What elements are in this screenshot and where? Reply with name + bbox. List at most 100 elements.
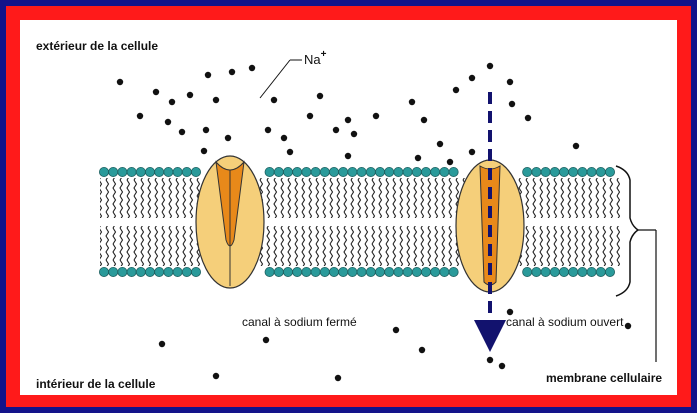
lipid-head — [109, 167, 118, 176]
sodium-ion — [469, 149, 475, 155]
sodium-ion — [419, 347, 425, 353]
lipid-head — [587, 267, 596, 276]
lipid-head — [412, 267, 421, 276]
lipid-head — [357, 167, 366, 176]
lipid-head — [109, 267, 118, 276]
sodium-ion — [225, 135, 231, 141]
sodium-ion — [137, 113, 143, 119]
sodium-ion — [351, 131, 357, 137]
lipid-heads-inner — [99, 267, 614, 276]
lipid-head — [99, 167, 108, 176]
lipid-head — [329, 167, 338, 176]
lipid-head — [302, 167, 311, 176]
sodium-ion — [153, 89, 159, 95]
lipid-head — [320, 167, 329, 176]
lipid-head — [283, 167, 292, 176]
lipid-head — [302, 267, 311, 276]
lipid-head — [541, 167, 550, 176]
lipid-head — [559, 167, 568, 176]
sodium-ion — [393, 327, 399, 333]
sodium-ion — [265, 127, 271, 133]
lipid-head — [569, 267, 578, 276]
lipid-head — [550, 267, 559, 276]
lipid-head — [191, 167, 200, 176]
sodium-ion — [447, 159, 453, 165]
sodium-ion — [437, 141, 443, 147]
sodium-ion — [179, 129, 185, 135]
lipid-head — [191, 267, 200, 276]
lipid-head — [440, 167, 449, 176]
lipid-head — [118, 167, 127, 176]
sodium-ion — [373, 113, 379, 119]
lipid-head — [366, 167, 375, 176]
lipid-head — [164, 267, 173, 276]
lipid-head — [293, 167, 302, 176]
lipid-head — [523, 267, 532, 276]
lipid-head — [449, 167, 458, 176]
lipid-head — [348, 267, 357, 276]
lipid-heads-outer — [99, 167, 614, 176]
sodium-ion — [169, 99, 175, 105]
lipid-tails — [100, 178, 620, 266]
lipid-head — [293, 267, 302, 276]
lipid-head — [449, 267, 458, 276]
sodium-ion — [345, 117, 351, 123]
outside-label: extérieur de la cellule — [36, 39, 158, 53]
sodium-ion — [229, 69, 235, 75]
sodium-ion — [213, 97, 219, 103]
lipid-head — [366, 267, 375, 276]
lipid-head — [578, 167, 587, 176]
lipid-head — [99, 267, 108, 276]
sodium-ion — [453, 87, 459, 93]
lipid-head — [339, 267, 348, 276]
sodium-ion — [201, 148, 207, 154]
lipid-head — [385, 267, 394, 276]
sodium-ion — [409, 99, 415, 105]
sodium-ions — [117, 63, 631, 381]
sodium-ion — [499, 363, 505, 369]
lipid-head — [265, 267, 274, 276]
lipid-head — [375, 167, 384, 176]
lipid-head — [283, 267, 292, 276]
sodium-ion — [483, 333, 489, 339]
lipid-head — [587, 167, 596, 176]
lipid-head — [403, 167, 412, 176]
lipid-head — [173, 267, 182, 276]
inside-label: intérieur de la cellule — [36, 377, 156, 391]
lipid-head — [274, 167, 283, 176]
lipid-head — [173, 167, 182, 176]
lipid-head — [348, 167, 357, 176]
lipid-head — [532, 167, 541, 176]
sodium-ion — [487, 63, 493, 69]
lipid-head — [541, 267, 550, 276]
sodium-ion — [271, 97, 277, 103]
sodium-ion — [507, 79, 513, 85]
lipid-head — [403, 267, 412, 276]
sodium-ion — [187, 92, 193, 98]
diagram-canvas: extérieur de la cellule intérieur de la … — [20, 20, 677, 395]
lipid-head — [145, 267, 154, 276]
lipid-head — [394, 167, 403, 176]
lipid-head — [136, 167, 145, 176]
membrane-diagram: extérieur de la cellule intérieur de la … — [20, 20, 677, 395]
sodium-ion — [421, 117, 427, 123]
sodium-ion — [249, 65, 255, 71]
lipid-head — [182, 267, 191, 276]
sodium-ion — [165, 119, 171, 125]
sodium-ion — [287, 149, 293, 155]
sodium-ion — [317, 93, 323, 99]
lipid-head — [550, 167, 559, 176]
lipid-head — [311, 167, 320, 176]
lipid-head — [329, 267, 338, 276]
lipid-head — [164, 167, 173, 176]
sodium-ion — [281, 135, 287, 141]
lipid-head — [532, 267, 541, 276]
sodium-ion — [333, 127, 339, 133]
lipid-head — [385, 167, 394, 176]
closed-sodium-channel — [196, 156, 264, 288]
sodium-ion — [509, 101, 515, 107]
lipid-head — [320, 267, 329, 276]
lipid-head — [596, 267, 605, 276]
lipid-head — [155, 267, 164, 276]
lipid-head — [127, 167, 136, 176]
